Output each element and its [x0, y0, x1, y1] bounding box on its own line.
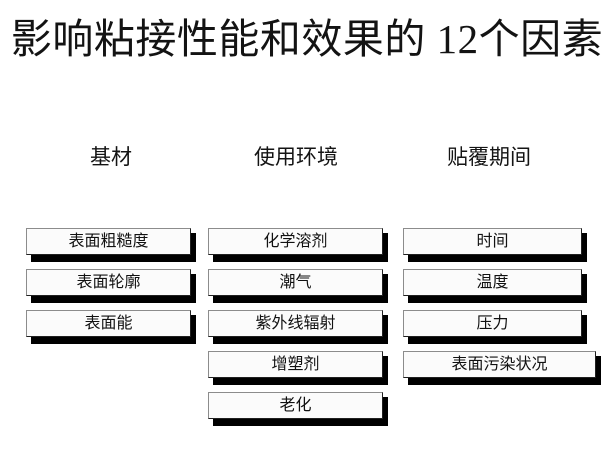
factor-label: 表面污染状况 — [403, 351, 596, 378]
factor-label: 化学溶剂 — [208, 228, 383, 255]
factor-box: 紫外线辐射 — [208, 310, 388, 344]
factor-label: 增塑剂 — [208, 351, 383, 378]
factor-box: 潮气 — [208, 269, 388, 303]
factor-box: 化学溶剂 — [208, 228, 388, 262]
factor-label: 时间 — [403, 228, 582, 255]
factor-label: 表面粗糙度 — [26, 228, 191, 255]
factor-label: 压力 — [403, 310, 582, 337]
factor-box: 表面轮廓 — [26, 269, 196, 303]
factor-label: 温度 — [403, 269, 582, 296]
factor-box: 老化 — [208, 392, 388, 426]
factor-column-substrate: 表面粗糙度 表面轮廓 表面能 — [26, 228, 196, 351]
factor-label: 紫外线辐射 — [208, 310, 383, 337]
factor-box: 温度 — [403, 269, 587, 303]
factor-column-application-period: 时间 温度 压力 表面污染状况 — [403, 228, 601, 392]
factor-label: 表面能 — [26, 310, 191, 337]
factor-label: 表面轮廓 — [26, 269, 191, 296]
page-title: 影响粘接性能和效果的 12个因素 — [10, 16, 604, 62]
factor-column-environment: 化学溶剂 潮气 紫外线辐射 增塑剂 老化 — [208, 228, 388, 433]
factor-box: 表面污染状况 — [403, 351, 601, 385]
column-header-environment: 使用环境 — [254, 145, 338, 169]
factor-box: 表面能 — [26, 310, 196, 344]
factor-box: 时间 — [403, 228, 587, 262]
factor-label: 老化 — [208, 392, 383, 419]
factor-box: 表面粗糙度 — [26, 228, 196, 262]
factor-box: 压力 — [403, 310, 587, 344]
factor-label: 潮气 — [208, 269, 383, 296]
factor-box: 增塑剂 — [208, 351, 388, 385]
column-header-application-period: 贴覆期间 — [447, 145, 531, 169]
column-header-substrate: 基材 — [90, 145, 132, 169]
